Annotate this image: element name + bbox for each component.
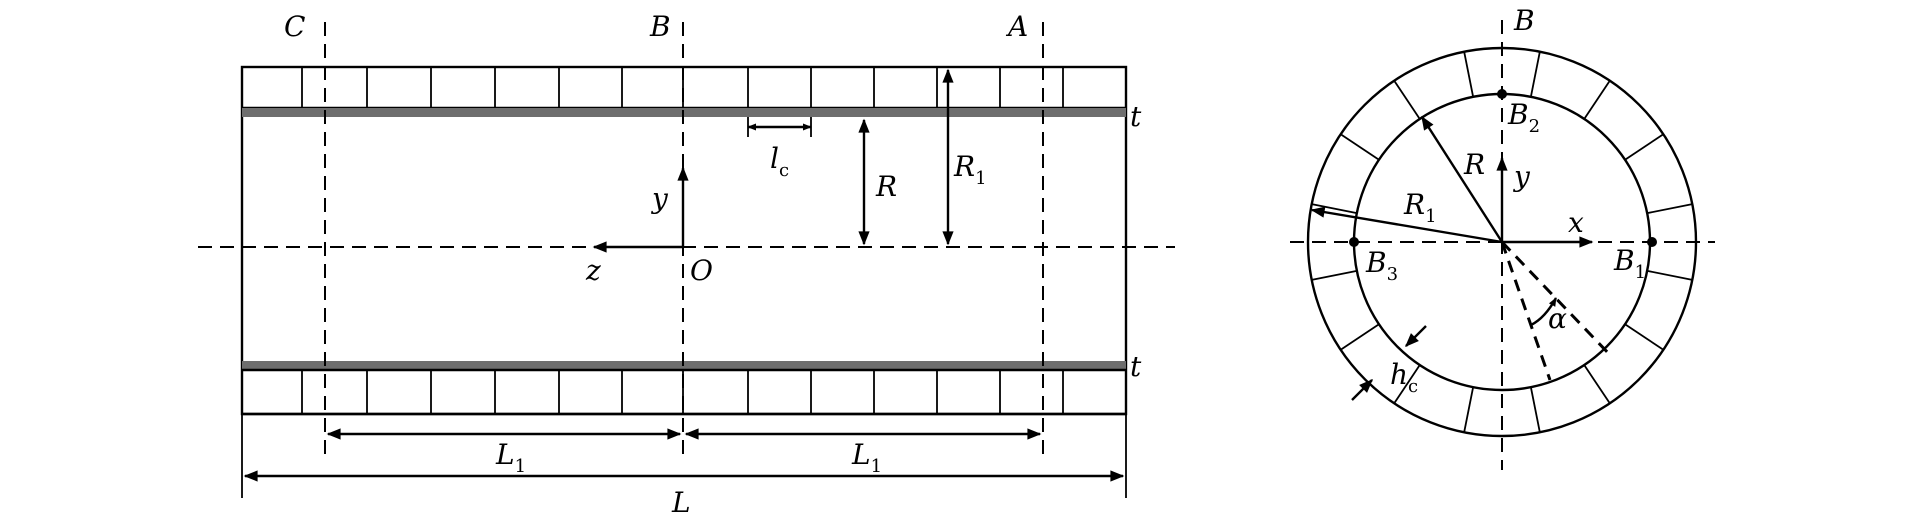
alpha-ray-2 xyxy=(1500,240,1614,359)
core-height-arrow-outer xyxy=(1351,379,1373,401)
z-axis-label: z xyxy=(585,254,601,287)
radius-label: R xyxy=(875,170,897,203)
point-b3 xyxy=(1349,237,1359,247)
core-cell-wall xyxy=(1529,51,1541,98)
y-axis-label: y xyxy=(650,182,669,215)
section-radius-arrow xyxy=(1420,115,1504,243)
core-cell-wall xyxy=(1583,364,1611,404)
point-b1 xyxy=(1647,237,1657,247)
section-outer-radius-arrow xyxy=(1310,206,1503,244)
point-b3-label: B3 xyxy=(1365,246,1398,285)
origin-label: O xyxy=(690,254,713,287)
half-length-right-label: L1 xyxy=(851,438,882,477)
section-radius-label: R xyxy=(1463,148,1485,181)
thickness-label-bottom: t xyxy=(1130,350,1142,383)
half-length-left-label: L1 xyxy=(495,438,526,477)
core-cell-walls xyxy=(1311,51,1693,433)
total-length-label: L xyxy=(671,486,691,519)
point-b2-label: B2 xyxy=(1507,98,1540,137)
core-cell-wall xyxy=(1583,80,1611,120)
core-cell-wall xyxy=(1646,203,1693,215)
cross-section-view: B B2 B1 B3 R R1 y x α hc xyxy=(1290,4,1715,470)
core-height-arrow-inner xyxy=(1405,325,1427,347)
section-label-b: B xyxy=(649,10,671,43)
core-cell-wall xyxy=(1624,133,1664,161)
section-label-c: C xyxy=(284,10,305,43)
section-outer-radius-label: R1 xyxy=(1403,188,1437,227)
core-cell-wall xyxy=(1393,364,1421,404)
point-b2 xyxy=(1497,89,1507,99)
core-cell-wall xyxy=(1340,133,1380,161)
alpha-ray-1 xyxy=(1500,241,1552,381)
side-view: C B A t t lc R R1 y z O L1 L1 L xyxy=(198,10,1175,519)
section-b-label: B xyxy=(1513,4,1535,37)
core-cell-wall xyxy=(1393,80,1421,120)
outer-radius-label: R1 xyxy=(953,150,987,189)
core-height-label: hc xyxy=(1390,358,1418,397)
alpha-arc xyxy=(1530,297,1558,327)
core-cell-wall xyxy=(1646,269,1693,281)
alpha-label: α xyxy=(1548,302,1567,335)
core-cell-wall xyxy=(1311,269,1358,281)
core-cell-wall xyxy=(1624,323,1664,351)
core-cell-wall xyxy=(1311,203,1358,215)
bottom-core-band xyxy=(242,368,1126,416)
core-cell-wall xyxy=(1340,323,1380,351)
section-x-axis-label: x xyxy=(1568,206,1584,239)
thickness-label-top: t xyxy=(1130,100,1142,133)
section-y-axis-label: y xyxy=(1512,160,1531,193)
core-cell-wall xyxy=(1463,51,1475,98)
point-b1-label: B1 xyxy=(1613,244,1646,283)
section-label-a: A xyxy=(1005,10,1028,43)
core-cell-wall xyxy=(1529,386,1541,433)
cell-length-label: lc xyxy=(770,142,789,181)
core-cell-wall xyxy=(1463,386,1475,433)
